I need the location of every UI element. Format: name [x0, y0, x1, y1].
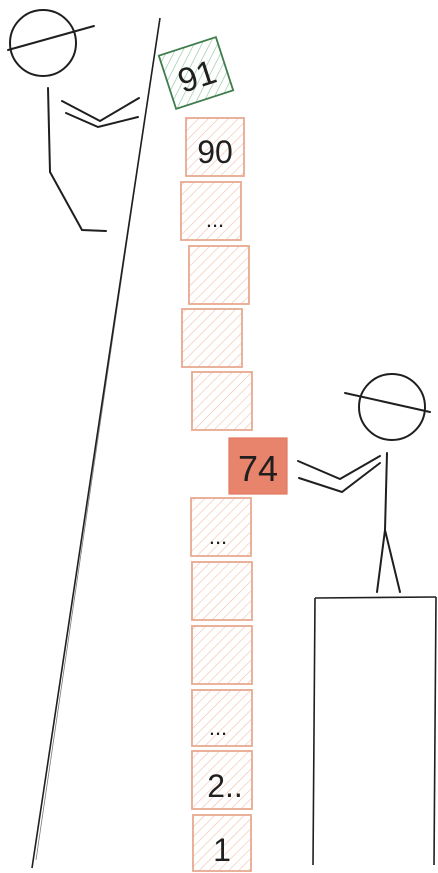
stick-figure-top-arm [62, 98, 139, 121]
box-90: 90 [186, 118, 244, 176]
box-blank-2 [182, 309, 242, 367]
box-ellipsis-low: ... [192, 690, 252, 746]
box-1-label: 1 [213, 832, 231, 868]
stick-figure-bottom-head [359, 374, 425, 440]
stick-figure-top-visor [8, 26, 94, 50]
stick-figure-bottom-legs [377, 530, 400, 592]
box-90-label: 90 [197, 134, 233, 170]
stick-figure-top-leg [50, 172, 106, 231]
stick-figure-bottom-arm [298, 456, 380, 479]
box-91: 91 [159, 37, 233, 109]
box-1: 1 [193, 815, 251, 871]
box-stack: 91 90 ... 74 ... ... [159, 37, 287, 871]
stick-figure-top [8, 10, 139, 231]
box-ellipsis-top: ... [181, 182, 241, 240]
stick-figure-bottom-visor [345, 393, 430, 412]
stick-figure-top-head [10, 10, 76, 76]
box-blank-3 [192, 372, 252, 430]
box-blank-1 [189, 246, 249, 304]
box-ellipsis-top-label: ... [206, 207, 224, 232]
box-ellipsis-mid-label: ... [209, 524, 227, 549]
box-blank-5 [192, 626, 252, 684]
box-ellipsis-mid: ... [191, 498, 251, 556]
stick-figure-bottom-body [385, 453, 387, 530]
box-blank-4 [192, 562, 252, 620]
leaning-wall-line-sketch [36, 30, 158, 860]
box-2-label: 2.. [207, 768, 243, 804]
stick-figure-top-body [48, 88, 50, 172]
stick-figure-bottom [298, 374, 430, 592]
box-74-label: 74 [238, 448, 278, 489]
box-74: 74 [229, 438, 287, 494]
pedestal [313, 597, 436, 865]
box-2: 2.. [192, 751, 252, 809]
box-ellipsis-low-label: ... [209, 715, 227, 740]
